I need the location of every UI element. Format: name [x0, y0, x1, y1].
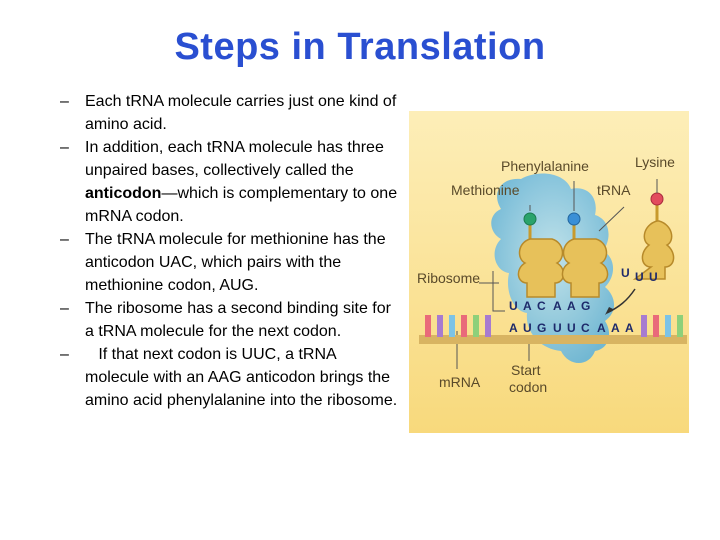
bullet-text-after: —which is complementary to one mRNA codo… — [85, 185, 398, 225]
label-phenylalanine: Phenylalanine — [501, 158, 589, 174]
bullet-text: Each tRNA molecule carries just one kind… — [85, 93, 397, 133]
label-methionine: Methionine — [451, 182, 520, 198]
anticodon-base: A — [523, 299, 532, 313]
mrna-base: U — [523, 321, 532, 335]
bullet-item: –Each tRNA molecule carries just one kin… — [60, 90, 400, 136]
bullet-item: – If that next codon is UUC, a tRNA mole… — [60, 343, 400, 412]
mrna-base: A — [509, 321, 518, 335]
bullet-item: –The tRNA molecule for methionine has th… — [60, 228, 400, 297]
ribosome-leader — [492, 271, 505, 312]
trna-leader — [598, 206, 625, 232]
bullet-bold-term: anticodon — [85, 185, 162, 202]
translation-diagram-svg: U A C A A G A U G U U C A A A U U U Phen… — [409, 111, 689, 433]
mrna-base-bars — [425, 315, 683, 337]
amino-acid-methionine — [523, 212, 537, 226]
bullet-dash: – — [60, 231, 69, 248]
mrna-base: U — [553, 321, 562, 335]
mrna-base: A — [625, 321, 634, 335]
mrna-base: A — [597, 321, 606, 335]
trna-lysine — [632, 192, 675, 280]
trna-phenylalanine — [561, 212, 609, 298]
anticodon-base: G — [581, 299, 590, 313]
label-trna: tRNA — [597, 182, 631, 198]
anticodon-base: A — [553, 299, 562, 313]
bullet-dash: – — [60, 139, 69, 156]
amino-acid-lysine — [650, 192, 664, 206]
anticodon-base: U — [509, 299, 518, 313]
mrna-base: U — [567, 321, 576, 335]
mrna-base: C — [581, 321, 590, 335]
trna-methionine — [517, 212, 565, 298]
bullet-text: In addition, each tRNA molecule has thre… — [85, 139, 384, 179]
bullet-item: –In addition, each tRNA molecule has thr… — [60, 136, 400, 228]
label-lysine: Lysine — [635, 154, 675, 170]
bullet-dash: – — [60, 93, 69, 110]
label-start-codon-line1: Start — [511, 362, 541, 378]
bullet-text: The ribosome has a second binding site f… — [85, 300, 391, 340]
slide-title: Steps in Translation — [174, 26, 546, 68]
arrow-head-icon — [605, 307, 613, 315]
bullet-list: –Each tRNA molecule carries just one kin… — [60, 90, 400, 412]
amino-acid-phenylalanine — [567, 212, 581, 226]
lysine-anticodon-base: U — [649, 270, 658, 284]
label-start-codon-line2: codon — [509, 379, 547, 395]
label-mrna: mRNA — [439, 374, 481, 390]
bullet-text: The tRNA molecule for methionine has the… — [85, 231, 386, 294]
arrow-shaft — [606, 288, 636, 314]
bullet-dash: – — [60, 300, 69, 317]
lysine-anticodon-base: U — [621, 266, 630, 280]
label-ribosome: Ribosome — [417, 270, 480, 286]
bullet-item: –The ribosome has a second binding site … — [60, 297, 400, 343]
mrna-base: A — [611, 321, 620, 335]
lysine-anticodon-base: U — [635, 270, 644, 284]
bullet-text: If that next codon is UUC, a tRNA molecu… — [85, 346, 398, 409]
mrna-base: G — [537, 321, 546, 335]
translation-diagram: U A C A A G A U G U U C A A A U U U Phen… — [409, 111, 689, 433]
bullet-dash: – — [60, 346, 69, 363]
mrna-backbone — [419, 335, 687, 344]
anticodon-base: A — [567, 299, 576, 313]
anticodon-base: C — [537, 299, 546, 313]
